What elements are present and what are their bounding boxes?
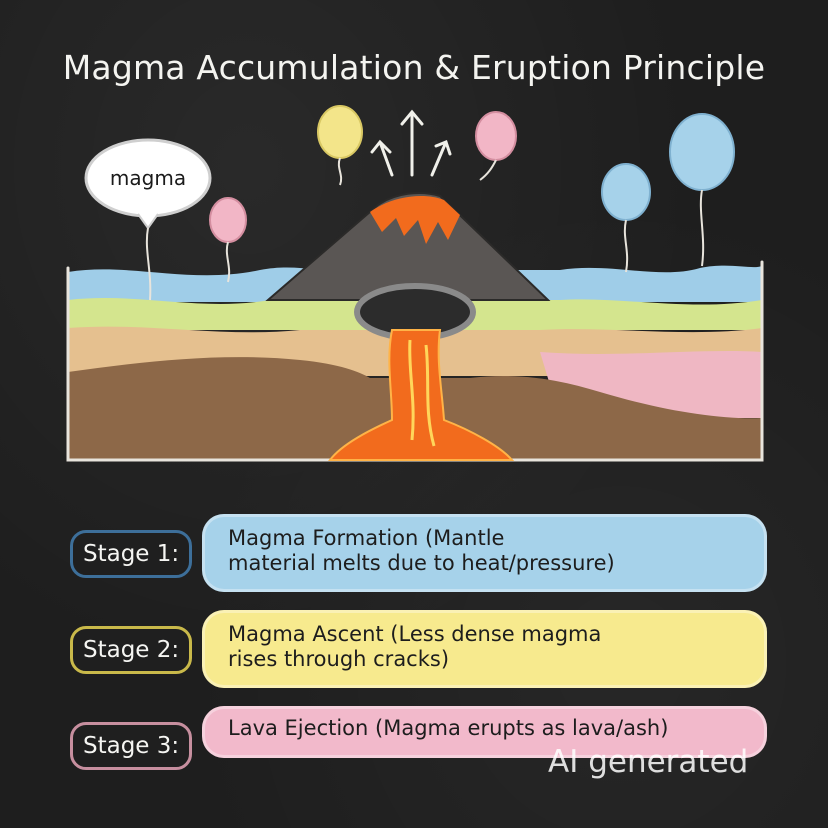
stage-row-2: Stage 2: Magma Ascent (Less dense magma …	[62, 610, 782, 690]
volcano	[265, 192, 551, 461]
lava-highlight	[408, 339, 436, 447]
stage-1-line-1: Magma Formation (Mantle	[228, 526, 505, 550]
magma-bubble: magma	[84, 138, 212, 301]
stage-1-tag: Stage 1:	[70, 530, 193, 578]
stage-1-line-2: material melts due to heat/pressure)	[228, 551, 615, 575]
stage-3-tag: Stage 3:	[70, 722, 193, 770]
volcano-cone	[265, 192, 551, 301]
blue-balloon-small	[601, 163, 651, 273]
blue-balloon-large	[669, 113, 735, 267]
summit-lava	[370, 196, 460, 244]
stage-2-tag: Stage 2:	[70, 626, 193, 674]
arrow-right-icon	[430, 140, 452, 177]
ai-generated-watermark: AI generated	[548, 744, 749, 780]
stage-row-1: Stage 1: Magma Formation (Mantle materia…	[62, 514, 782, 594]
stage-2-line-1: Magma Ascent (Less dense magma	[228, 622, 602, 646]
stage-row-3: Stage 3: Lava Ejection (Magma erupts as …	[62, 706, 782, 786]
eruption-arrows	[370, 109, 452, 177]
stage-3-line-1: Lava Ejection (Magma erupts as lava/ash)	[228, 716, 669, 740]
arrow-up-icon	[400, 109, 424, 177]
pink-balloon-top	[475, 111, 517, 181]
stage-2-line-2: rises through cracks)	[228, 647, 450, 671]
stage-1-description: Magma Formation (Mantle material melts d…	[202, 514, 767, 592]
balloons	[209, 105, 735, 283]
stage-3-description: Lava Ejection (Magma erupts as lava/ash)	[202, 706, 767, 758]
diagram-title: Magma Accumulation & Eruption Principle	[62, 48, 766, 87]
stage-2-description: Magma Ascent (Less dense magma rises thr…	[202, 610, 767, 688]
yellow-balloon	[317, 105, 363, 186]
pink-balloon-left	[209, 197, 247, 283]
magma-bubble-label: magma	[110, 166, 186, 190]
lava-flow	[327, 329, 515, 461]
arrow-left-icon	[370, 139, 394, 177]
